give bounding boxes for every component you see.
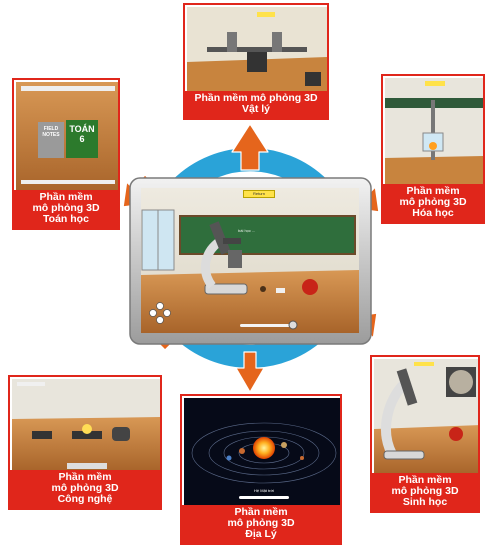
hoa-screenshot xyxy=(385,78,483,186)
book-field-notes: FIELD NOTES xyxy=(42,126,60,138)
vat-ly-screenshot xyxy=(187,7,327,92)
arrow-up xyxy=(231,123,269,171)
solar-caption: Hệ Mặt trời xyxy=(254,488,274,493)
board-text: bài học ... xyxy=(238,228,255,233)
dia-ly-screenshot: Hệ Mặt trời xyxy=(184,398,340,506)
toan-screenshot: FIELD NOTES TOÁN 6 xyxy=(16,82,118,192)
nav-pad[interactable] xyxy=(149,302,171,324)
return-button[interactable]: Return xyxy=(243,190,275,198)
apple-icon xyxy=(302,279,318,295)
cong-nghe-screenshot xyxy=(12,379,160,471)
zoom-slider[interactable] xyxy=(240,324,290,327)
arrow-down xyxy=(235,351,265,393)
book-toan-6: TOÁN 6 xyxy=(69,124,95,144)
sinh-screenshot xyxy=(374,359,478,474)
microscope-main xyxy=(200,221,248,295)
sun-icon xyxy=(253,437,275,459)
central-monitor: bài học ... xyxy=(129,177,372,345)
